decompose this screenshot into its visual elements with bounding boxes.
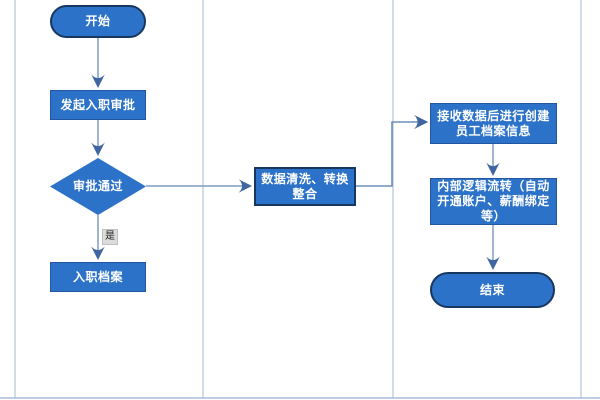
node-receive-data-create-employee-file: 接收数据后进行创建员工档案信息 [430,103,557,144]
node-internal-logic-flow: 内部逻辑流转（自动开通账户、薪酬绑定等） [430,178,557,225]
node-end: 结束 [430,272,555,308]
node-initiate-onboarding-approval: 发起入职审批 [50,90,146,120]
node-start: 开始 [50,5,146,38]
node-onboarding-archive: 入职档案 [50,262,146,292]
node-data-cleaning-transform: 数据清洗、转换整合 [254,167,356,206]
edge-clean-receive [356,114,429,187]
edge-label-yes: 是 [102,229,118,245]
